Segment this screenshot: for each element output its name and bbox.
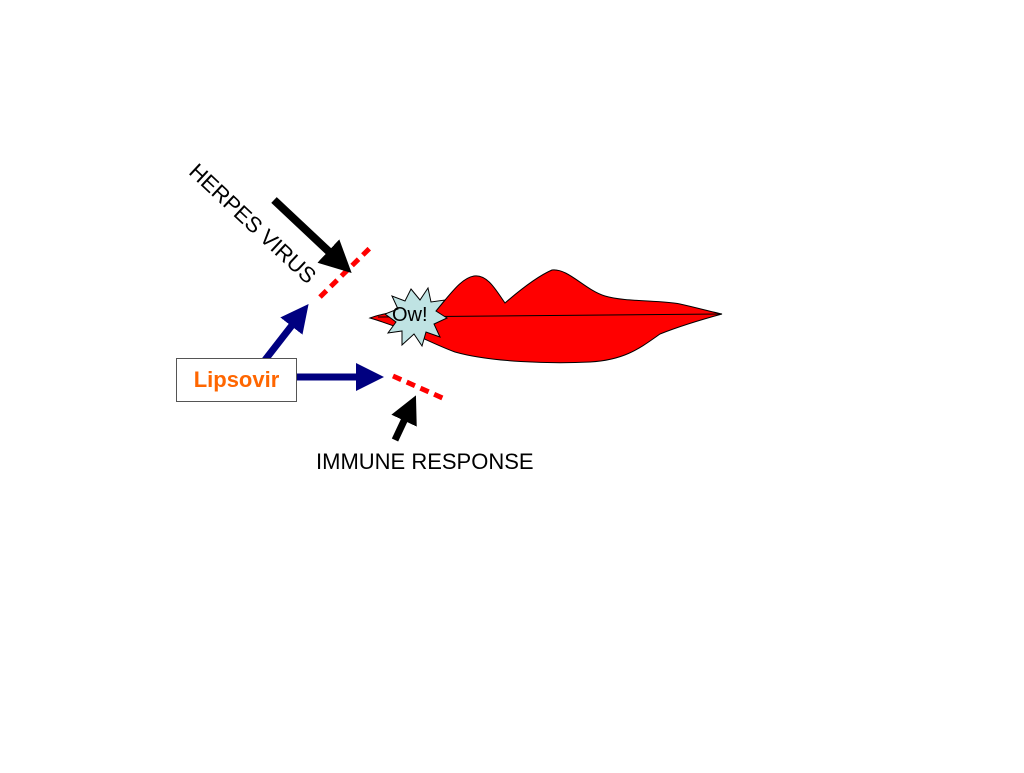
immune-response-label: IMMUNE RESPONSE <box>316 449 534 474</box>
lipsovir-label: Lipsovir <box>193 367 280 392</box>
immune-arrow <box>391 395 417 442</box>
starburst-icon <box>383 286 449 348</box>
ow-label: Ow! <box>392 304 428 326</box>
herpes-arrow <box>271 197 352 273</box>
lipsovir-box: Lipsovir <box>176 358 297 402</box>
lipsovir-up-arrow <box>262 303 309 363</box>
immune-dotted-line <box>391 373 449 403</box>
